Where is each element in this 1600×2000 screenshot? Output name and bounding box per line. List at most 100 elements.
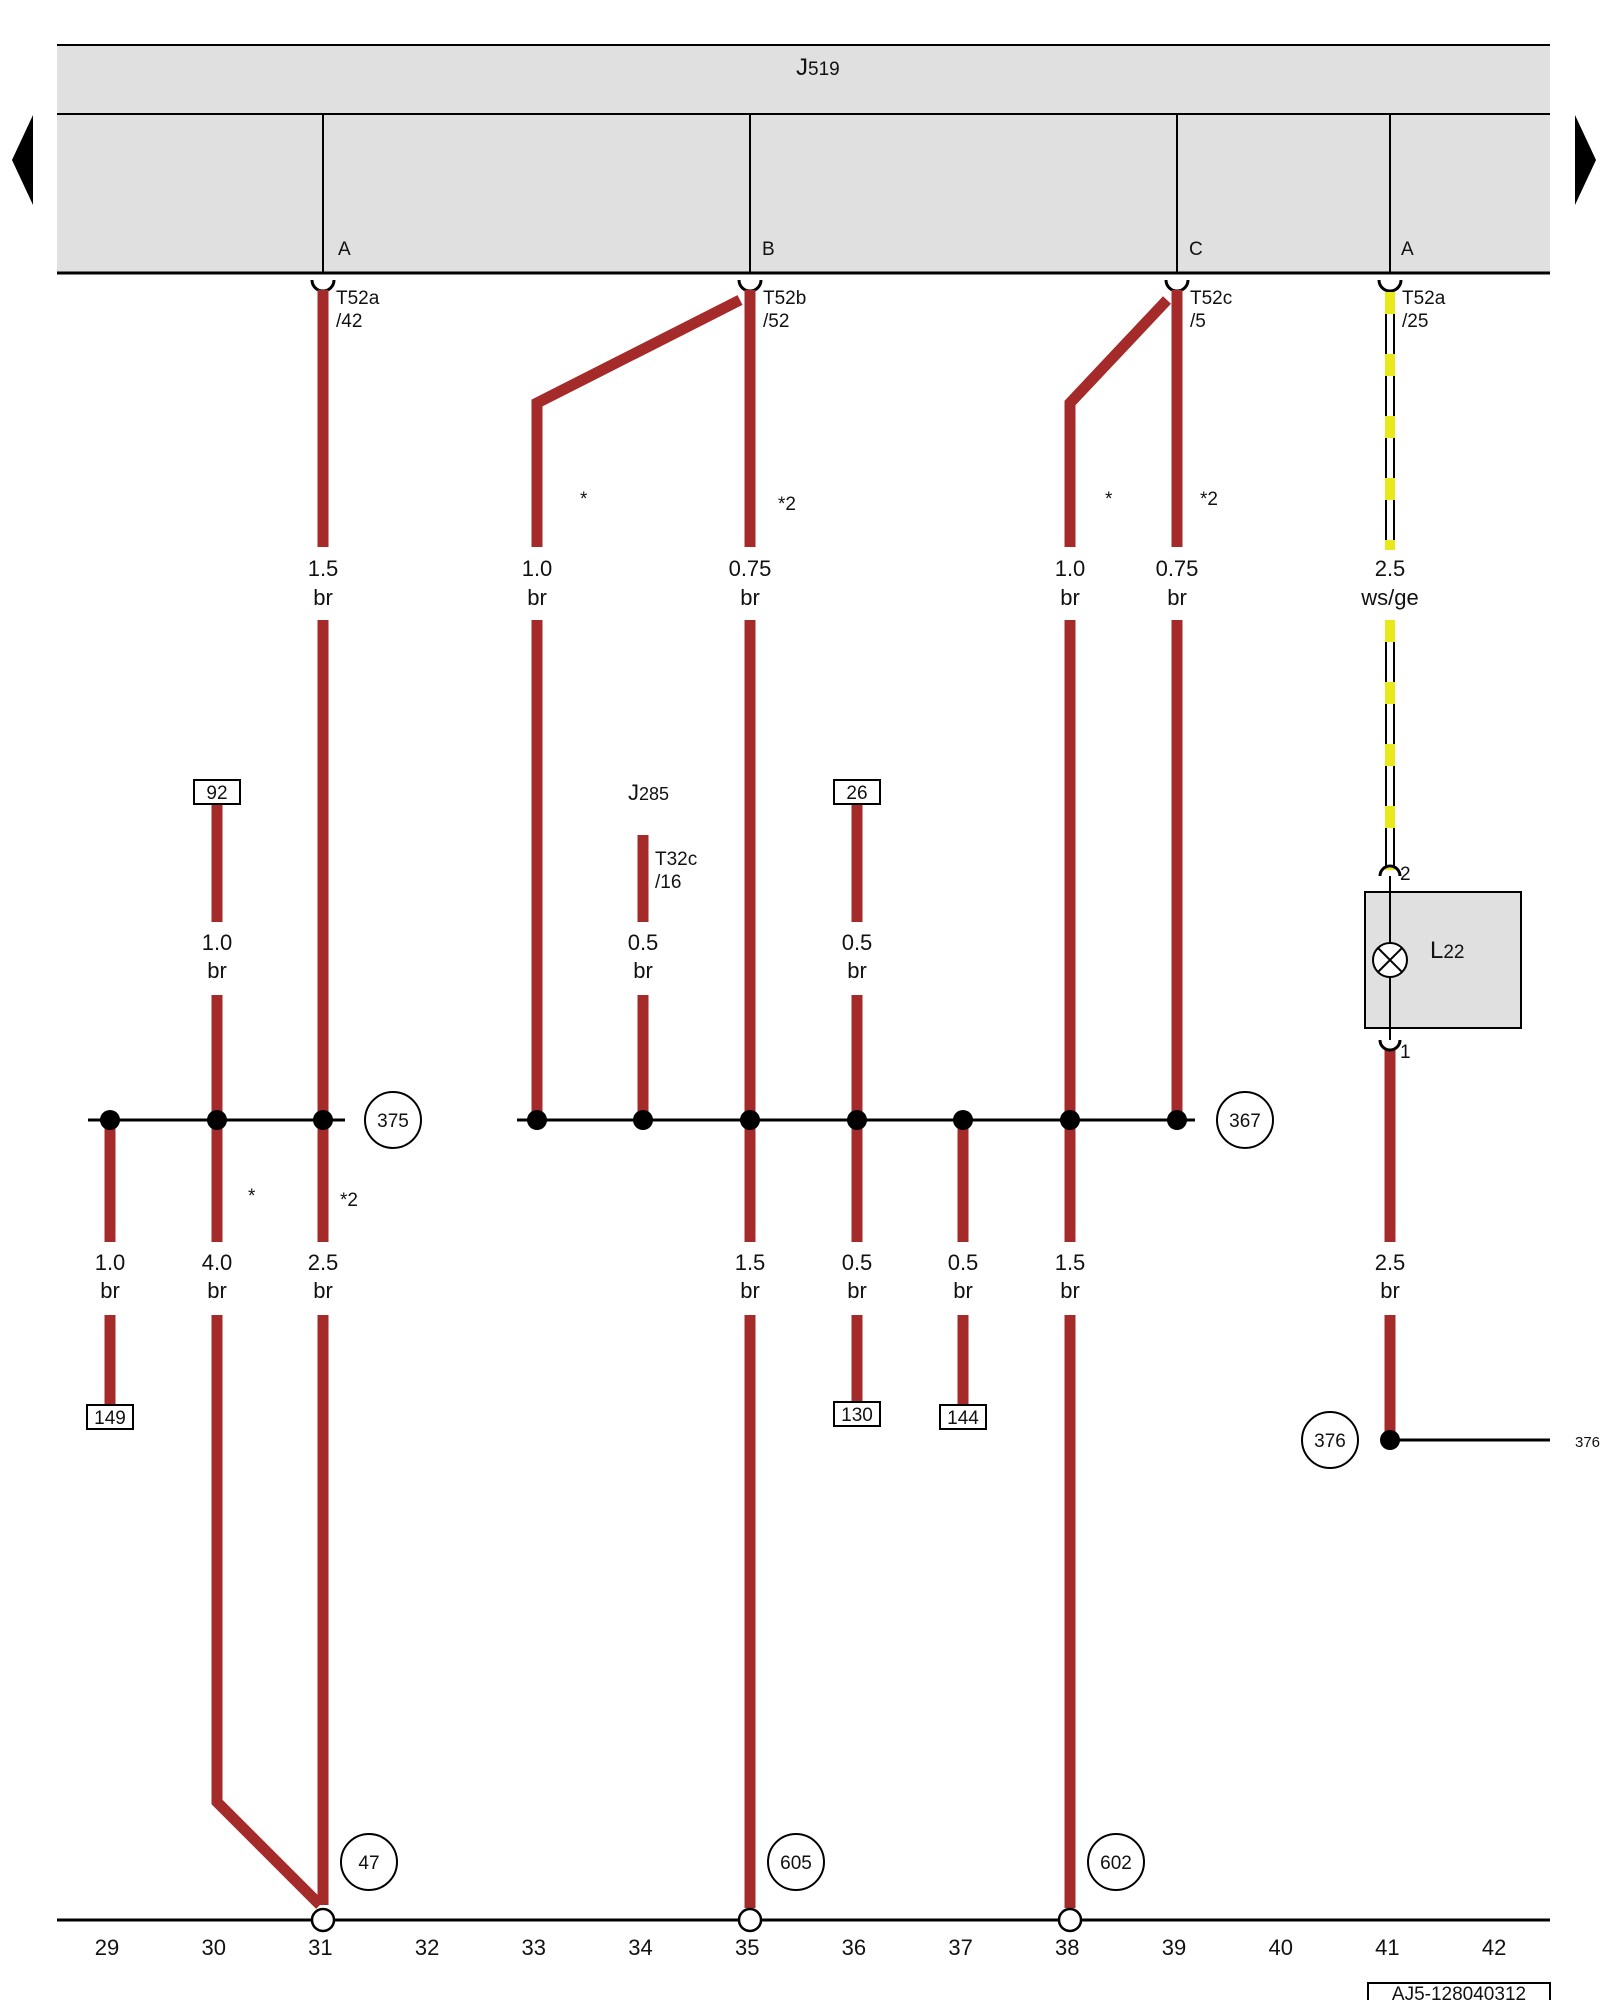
previous-page-arrow-icon[interactable] [12, 115, 33, 205]
wire-30-end [211, 1315, 324, 1909]
wire-color: br [740, 1278, 760, 1303]
pin-label: T52a [336, 288, 380, 309]
svg-text:J285: J285 [628, 780, 669, 805]
continuation-ref-376: 376 [1575, 1434, 1600, 1451]
wire-color: br [847, 958, 867, 983]
wire-color: br [1060, 585, 1080, 610]
track-number: 39 [1162, 1935, 1186, 1960]
wire-labels: 1.5 br 1.0 br 0.75 br 1.0 br 0.75 br 2.5… [95, 556, 1419, 1303]
wire-color: br [207, 958, 227, 983]
pin-label: T52a [1402, 288, 1446, 309]
svg-text:/16: /16 [655, 872, 681, 893]
track-number: 35 [735, 1935, 759, 1960]
svg-text:AJ5-128040312: AJ5-128040312 [1392, 1984, 1526, 2000]
track-number: 34 [628, 1935, 652, 1960]
wire-38-top [1064, 296, 1172, 547]
ref-box-26: 26 [846, 783, 867, 804]
reference-boxes[interactable]: 92 26 149 130 144 [86, 779, 987, 1430]
wire-size: 1.0 [95, 1250, 126, 1275]
connector-pins: T52a /42 T52b /52 T52c /5 T52a /25 [310, 279, 1446, 332]
svg-text:1: 1 [1400, 1042, 1411, 1063]
component-j285: J285 T32c /16 [628, 780, 697, 893]
component-j519-label: J519 [796, 54, 840, 81]
circle-376: 376 [1314, 1431, 1346, 1452]
wire-color: br [1167, 585, 1187, 610]
track-number: 32 [415, 1935, 439, 1960]
ground-rail [57, 1907, 1550, 1933]
bus-bars [88, 1110, 1550, 1450]
document-id: AJ5-128040312 [1367, 1982, 1551, 2000]
circle-47: 47 [358, 1853, 379, 1874]
track-number: 40 [1268, 1935, 1292, 1960]
note-star: * [580, 489, 588, 510]
ref-box-149: 149 [94, 1408, 126, 1429]
lamp-pin-top [1378, 864, 1402, 877]
wire-color: br [1060, 1278, 1080, 1303]
footnote-markers: * *2 * *2 * *2 [248, 489, 1218, 1211]
note-star2: *2 [1200, 489, 1218, 510]
wire-41-yellow [1385, 292, 1395, 870]
pin-position: /52 [763, 311, 789, 332]
lamp-pin-bottom [1378, 1039, 1402, 1052]
pin-position: /42 [336, 311, 362, 332]
wire-size: 0.75 [1156, 556, 1199, 581]
pin-position: /25 [1402, 311, 1428, 332]
ref-box-92: 92 [206, 783, 227, 804]
wire-size: 0.5 [948, 1250, 979, 1275]
track-number: 41 [1375, 1935, 1399, 1960]
wire-color: br [207, 1278, 227, 1303]
reference-circles[interactable]: 375 367 376 47 605 602 [340, 1091, 1359, 1891]
track-number: 33 [522, 1935, 546, 1960]
pin-label: T52b [763, 288, 806, 309]
wire-size: 2.5 [1375, 556, 1406, 581]
circle-605: 605 [780, 1853, 812, 1874]
connector-letter: C [1189, 239, 1203, 260]
wire-size: 1.0 [522, 556, 553, 581]
wire-size: 1.0 [1055, 556, 1086, 581]
note-star2: *2 [778, 494, 796, 515]
note-star: * [248, 1186, 256, 1207]
wire-size: 2.5 [1375, 1250, 1406, 1275]
circle-367: 367 [1229, 1111, 1261, 1132]
wire-size: 2.5 [308, 1250, 339, 1275]
wire-color: br [953, 1278, 973, 1303]
circle-375: 375 [377, 1111, 409, 1132]
wires [104, 290, 1396, 1909]
wire-color: br [313, 585, 333, 610]
lamp-l22: L22 2 1 [1364, 864, 1522, 1063]
ref-box-130: 130 [841, 1405, 873, 1426]
control-unit-j519: J519 A B C A [57, 44, 1550, 275]
track-number: 30 [201, 1935, 225, 1960]
wire-color: br [527, 585, 547, 610]
track-number: 37 [948, 1935, 972, 1960]
wire-size: 0.5 [628, 930, 659, 955]
track-numbers: 29 30 31 32 33 34 35 36 37 38 39 40 41 42 [95, 1935, 1507, 1960]
wire-size: 4.0 [202, 1250, 233, 1275]
connector-letter: A [338, 239, 351, 260]
track-number: 31 [308, 1935, 332, 1960]
next-page-arrow-icon[interactable] [1575, 115, 1596, 205]
wire-color: br [1380, 1278, 1400, 1303]
track-number: 36 [842, 1935, 866, 1960]
track-number: 29 [95, 1935, 119, 1960]
pin-position: /5 [1190, 311, 1206, 332]
wire-color: ws/ge [1360, 585, 1418, 610]
pin-label: T52c [1190, 288, 1232, 309]
track-number: 38 [1055, 1935, 1079, 1960]
track-number: 42 [1482, 1935, 1506, 1960]
circle-602: 602 [1100, 1853, 1132, 1874]
wire-color: br [100, 1278, 120, 1303]
wire-size: 1.5 [308, 556, 339, 581]
connector-letter: B [762, 239, 775, 260]
svg-text:L22: L22 [1430, 937, 1465, 964]
svg-text:2: 2 [1400, 864, 1411, 885]
wire-size: 1.0 [202, 930, 233, 955]
note-star: * [1105, 489, 1113, 510]
connector-letter: A [1401, 239, 1414, 260]
wire-color: br [313, 1278, 333, 1303]
wire-color: br [740, 585, 760, 610]
wire-size: 1.5 [1055, 1250, 1086, 1275]
note-star2: *2 [340, 1190, 358, 1211]
wire-color: br [633, 958, 653, 983]
